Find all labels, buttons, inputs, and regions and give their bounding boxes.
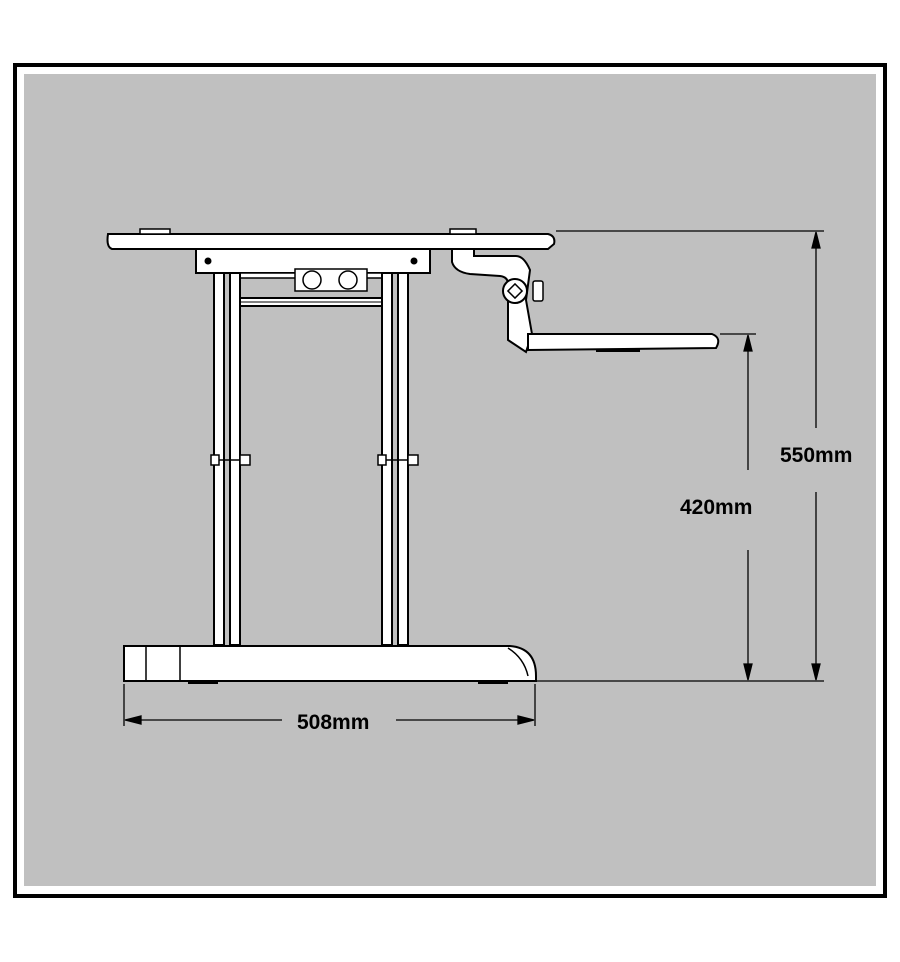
gas-spring-knob-left (302, 270, 322, 290)
grey-background (24, 74, 876, 886)
left-leg-bolt (210, 454, 251, 466)
total-height-arrow-bottom (811, 663, 821, 681)
top-desk-surface (106, 233, 556, 250)
tray-height-arrow-top (743, 334, 753, 352)
keyboard-height-label: 420mm (680, 496, 752, 519)
total-height-label: 550mm (780, 444, 852, 467)
width-arrow-left (124, 715, 142, 725)
base-front-curve (507, 647, 529, 677)
width-arrow-right (517, 715, 535, 725)
base-foot (123, 645, 537, 682)
total-height-arrow-top (811, 231, 821, 249)
bracket-screw-left (204, 257, 212, 265)
gas-spring-knob-right (338, 270, 358, 290)
desk-converter (106, 228, 720, 684)
keyboard-tray (527, 333, 720, 352)
base-foot-pad-right (478, 681, 508, 684)
keyboard-tray-pad (596, 349, 640, 352)
left-inner-leg (229, 272, 241, 646)
keyboard-arm-knob-square (506, 282, 524, 300)
tray-height-arrow-bottom (743, 663, 753, 681)
bracket-screw-right (410, 257, 418, 265)
top-surface-pad-right (449, 228, 477, 235)
top-surface-pad-left (139, 228, 171, 235)
dimension-lines (123, 230, 824, 726)
width-label: 508mm (297, 711, 369, 734)
keyboard-arm-lever (532, 280, 544, 302)
base-foot-pad-left (188, 681, 218, 684)
right-outer-leg (397, 272, 409, 646)
right-leg-bolt (377, 454, 419, 466)
